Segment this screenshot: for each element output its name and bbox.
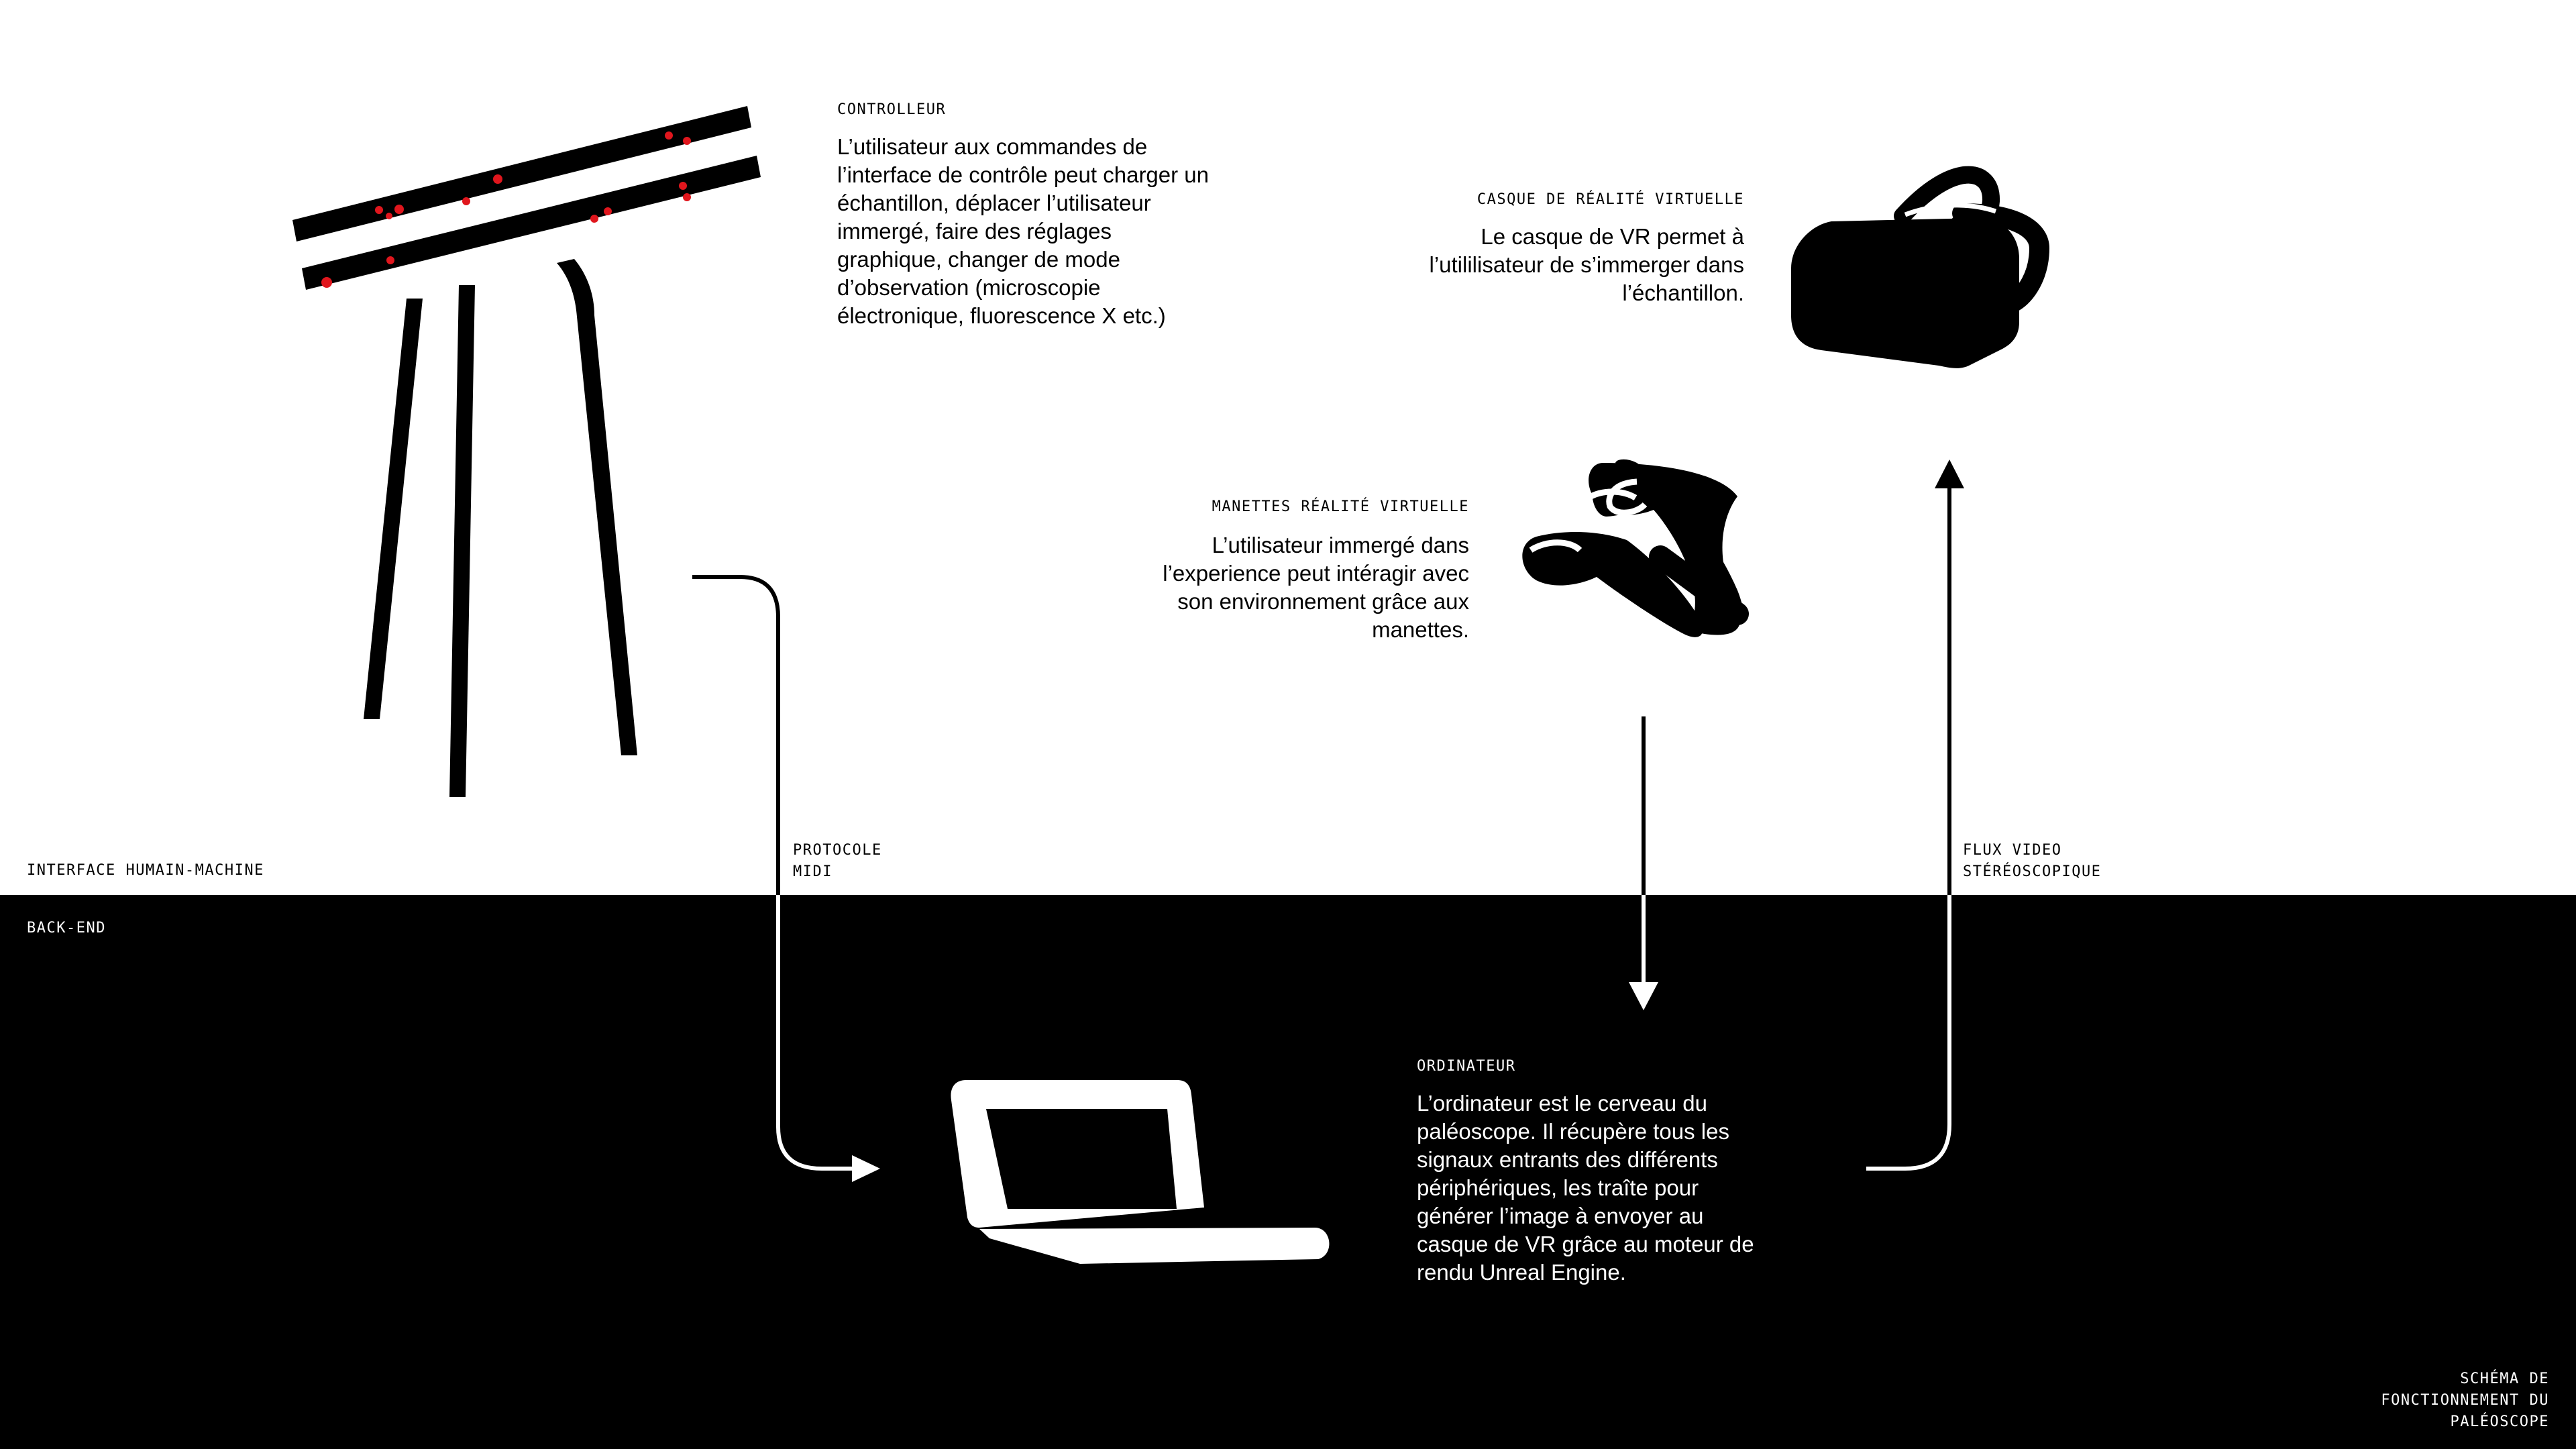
led-dot	[590, 215, 598, 223]
led-dot	[386, 213, 392, 219]
computer-title: ORDINATEUR	[1417, 1058, 1516, 1075]
midi-label: PROTOCOLE MIDI	[793, 842, 882, 880]
vr-headset-icon	[1791, 166, 2050, 368]
down-arrowhead	[1629, 982, 1658, 1010]
led-dot	[665, 131, 673, 140]
led-dot	[394, 205, 404, 214]
section-label-interface: INTERFACE HUMAIN-MACHINE	[27, 862, 264, 879]
controller-title: CONTROLLEUR	[837, 101, 947, 118]
headset-description: Le casque de VR permet à l’utililisateur…	[1429, 224, 1744, 305]
headset-title: CASQUE DE RÉALITÉ VIRTUELLE	[1477, 191, 1744, 208]
controller-stand-icon	[292, 106, 761, 797]
vr-controllers-title: MANETTES RÉALITÉ VIRTUELLE	[1212, 498, 1469, 515]
led-dot	[683, 193, 691, 201]
vr-controllers-description: L’utilisateur immergé dans l’experience …	[1163, 533, 1469, 642]
led-dot	[683, 137, 691, 145]
midi-connector	[692, 575, 880, 1182]
led-dot	[321, 277, 332, 288]
up-arrowhead	[1935, 460, 1964, 488]
controller-description: L’utilisateur aux commandes de l’interfa…	[837, 134, 1210, 328]
laptop-icon	[951, 1080, 1330, 1264]
led-dot	[386, 256, 394, 264]
vr-controllers-connector	[1629, 716, 1658, 1010]
video-stream-label: FLUX VIDEO STÉRÉOSCOPIQUE	[1963, 842, 2102, 880]
midi-arrowhead	[852, 1155, 880, 1182]
led-dot	[375, 206, 383, 214]
figure-caption: SCHÉMA DE FONCTIONNEMENT DU PALÉOSCOPE	[2381, 1371, 2549, 1430]
controller-led-lights	[321, 131, 691, 288]
video-stream-connector	[1866, 460, 1964, 1171]
section-label-back-end: BACK-END	[27, 920, 106, 936]
led-dot	[462, 197, 470, 205]
vr-controllers-icon	[1522, 459, 1749, 637]
led-dot	[493, 174, 502, 184]
led-dot	[604, 207, 612, 215]
led-dot	[679, 182, 687, 190]
computer-description: L’ordinateur est le cerveau du paléoscop…	[1417, 1091, 1754, 1285]
back-end-section	[0, 895, 2576, 1449]
